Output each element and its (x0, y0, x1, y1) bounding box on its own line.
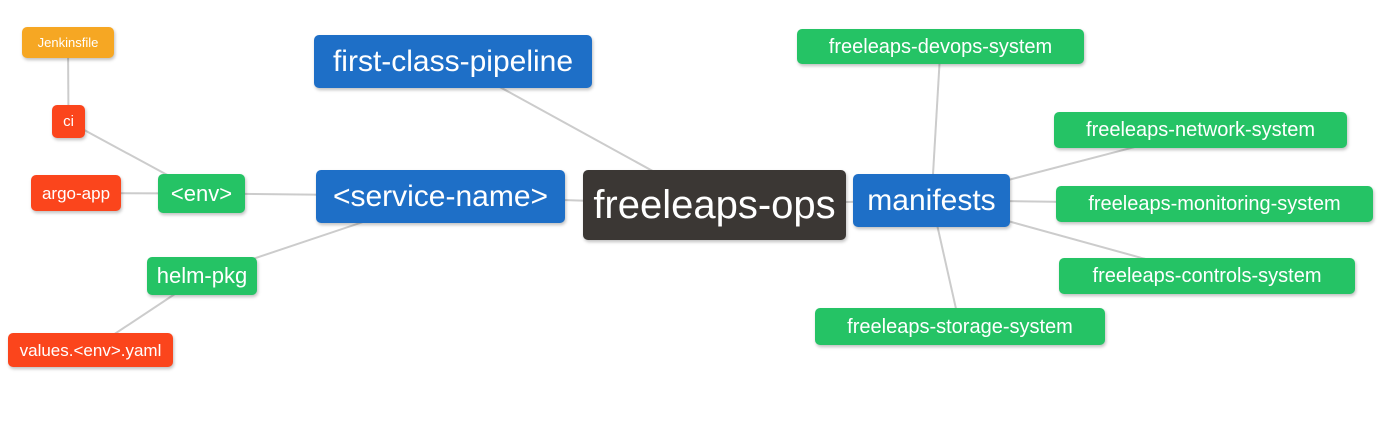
node-freeleaps-devops-system[interactable]: freeleaps-devops-system (797, 29, 1084, 64)
node-argo-app[interactable]: argo-app (31, 175, 121, 211)
node-manifests[interactable]: manifests (853, 174, 1010, 227)
node-freeleaps-network-system[interactable]: freeleaps-network-system (1054, 112, 1347, 148)
node-ci[interactable]: ci (52, 105, 85, 138)
node-helm-pkg[interactable]: helm-pkg (147, 257, 257, 295)
node-freeleaps-ops-root[interactable]: freeleaps-ops (583, 170, 846, 240)
node-freeleaps-controls-system[interactable]: freeleaps-controls-system (1059, 258, 1355, 294)
node-env[interactable]: <env> (158, 174, 245, 213)
node-jenkinsfile[interactable]: Jenkinsfile (22, 27, 114, 58)
node-first-class-pipeline[interactable]: first-class-pipeline (314, 35, 592, 88)
node-values-env-yaml[interactable]: values.<env>.yaml (8, 333, 173, 367)
node-service-name[interactable]: <service-name> (316, 170, 565, 223)
node-freeleaps-storage-system[interactable]: freeleaps-storage-system (815, 308, 1105, 345)
node-freeleaps-monitoring-system[interactable]: freeleaps-monitoring-system (1056, 186, 1373, 222)
